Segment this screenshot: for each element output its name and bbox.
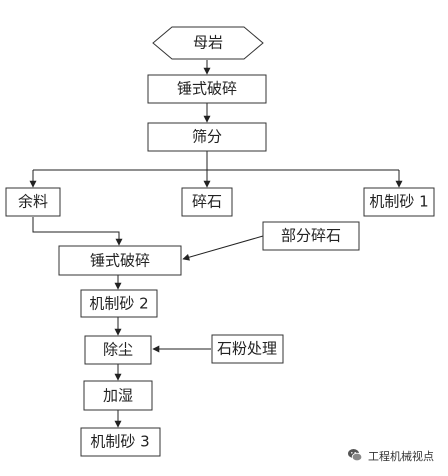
node-humidify: 加湿 <box>83 380 153 411</box>
node-parent-rock: 母岩 <box>152 26 264 60</box>
node-humidify-label: 加湿 <box>103 387 133 405</box>
node-stone-powder-treatment: 石粉处理 <box>211 334 284 364</box>
node-screening-label: 筛分 <box>192 128 222 146</box>
connectors <box>29 60 403 428</box>
node-remainder: 余料 <box>5 187 61 217</box>
node-remainder-label: 余料 <box>18 193 48 211</box>
node-part-crushed-stone-label: 部分碎石 <box>281 227 341 245</box>
node-machine-sand-1-label: 机制砂 1 <box>369 193 428 211</box>
node-machine-sand-2: 机制砂 2 <box>80 289 158 318</box>
node-crushed-stone-label: 碎石 <box>192 193 222 211</box>
node-stone-powder-treatment-label: 石粉处理 <box>217 340 277 358</box>
node-machine-sand-3: 机制砂 3 <box>80 427 161 457</box>
node-dust-removal: 除尘 <box>84 335 152 365</box>
node-hammer-crushing-2-label: 锤式破碎 <box>90 252 150 270</box>
arrow-remainder-to-hammer2 <box>32 217 123 246</box>
arrow-part-stone-to-hammer2 <box>182 235 264 261</box>
node-screening: 筛分 <box>147 122 267 152</box>
watermark-text: 工程机械视点 <box>368 450 434 463</box>
node-machine-sand-3-label: 机制砂 3 <box>90 433 149 451</box>
node-hammer-crushing-1: 锤式破碎 <box>147 74 267 104</box>
node-hammer-crushing-1-label: 锤式破碎 <box>177 80 237 98</box>
node-machine-sand-1: 机制砂 1 <box>363 187 435 217</box>
node-crushed-stone: 碎石 <box>181 187 233 217</box>
wechat-logo-icon <box>348 449 363 462</box>
node-parent-rock-label: 母岩 <box>193 34 223 52</box>
node-part-crushed-stone: 部分碎石 <box>262 221 360 251</box>
node-machine-sand-2-label: 机制砂 2 <box>89 295 148 313</box>
node-dust-removal-label: 除尘 <box>103 341 133 359</box>
node-hammer-crushing-2: 锤式破碎 <box>58 245 182 276</box>
